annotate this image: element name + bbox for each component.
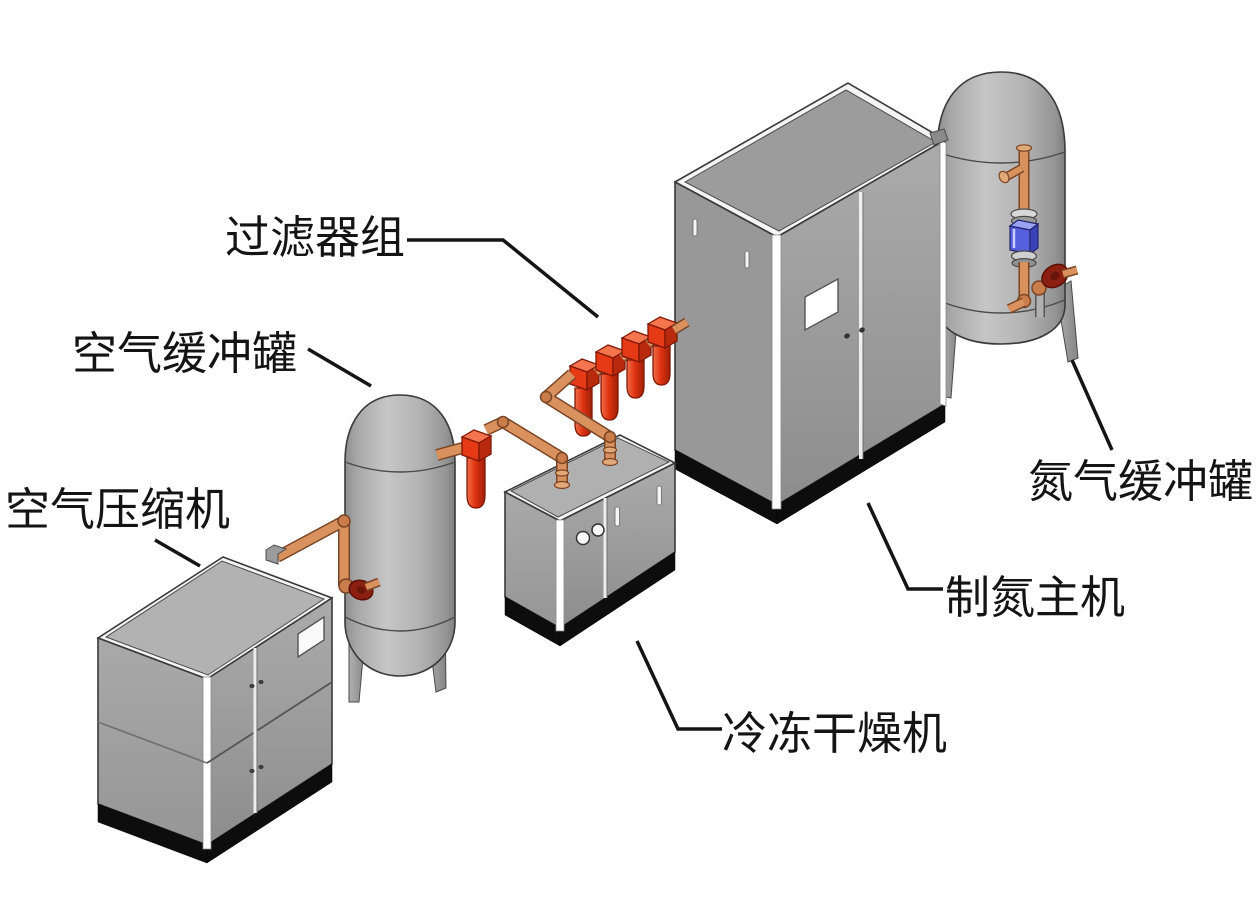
prefilter [460, 429, 493, 509]
cabinet-vent-slot-1 [692, 218, 698, 237]
n2-tank-dome-seam [936, 151, 1066, 164]
labels: 过滤器组 空气缓冲罐 空气压缩机 制氮主机 氮气缓冲罐 冷冻干燥机 [5, 212, 1253, 759]
cabinet-vent-slot-2 [744, 250, 750, 269]
cabinet-display-panel [804, 277, 839, 332]
label-freeze-dryer: 冷冻干燥机 [722, 708, 947, 759]
dryer-front-edge-trim [555, 519, 565, 632]
air-buffer-tank [344, 394, 456, 703]
cabinet-right-edge-trim [939, 139, 947, 407]
pipe-elbow [337, 514, 351, 528]
air-tank-dome-seam [344, 461, 456, 473]
pipe-foot-flange [553, 480, 571, 490]
nitrogen-tank-piping [998, 144, 1079, 317]
filter4-body [652, 345, 671, 386]
pipe-tank-to-prefilter [435, 441, 468, 461]
pipe-prefilter-to-dryer [483, 415, 571, 490]
cabinet-handle-2 [859, 327, 865, 333]
pipe-foot-flange [601, 457, 619, 467]
label-filter-group: 过滤器组 [225, 212, 405, 263]
compressor-outlet-fitting [265, 544, 288, 565]
cabinet-handle-1 [844, 333, 850, 339]
nitrogen-generator-cabinet [673, 82, 949, 525]
air-tank-body [344, 394, 456, 677]
dryer-base-right [559, 551, 676, 647]
filter3-body [626, 359, 645, 399]
freeze-dryer [503, 434, 677, 647]
cabinet-base-right [776, 403, 946, 525]
pipe-collar [554, 469, 570, 477]
leader-lines [154, 238, 1114, 731]
label-nitrogen-generator: 制氮主机 [945, 572, 1125, 623]
dryer-gauge-2 [591, 523, 605, 537]
compressor-handle-4 [258, 764, 264, 770]
pipe-elbow [603, 430, 617, 444]
air-compressor [96, 556, 334, 864]
cabinet-tank-connector [929, 128, 949, 146]
dryer-top-face [509, 437, 671, 518]
leader-nitrogen-buffer-tank [1070, 359, 1114, 451]
compressor-handle-3 [249, 768, 255, 774]
filter2-body [600, 373, 619, 421]
pipe-elbow [539, 390, 553, 404]
compressor-right-door-seam-h [206, 681, 333, 764]
leader-filter-group [407, 238, 600, 319]
compressor-left-door-seam [97, 721, 208, 764]
n2-tank-body [936, 71, 1066, 345]
cabinet-left-face [674, 180, 778, 507]
compressor-handle-1 [249, 683, 255, 689]
leader-freeze-dryer [635, 640, 722, 731]
dryer-handle-2 [656, 485, 662, 506]
leader-air-compressor [154, 538, 201, 568]
n2-pipe-top-collar [1015, 144, 1033, 152]
air-tank-bottom-seam [344, 616, 456, 632]
label-nitrogen-buffer-tank: 氮气缓冲罐 [1028, 456, 1253, 507]
prefilter-head-side [478, 434, 492, 463]
prefilter-body [466, 457, 486, 509]
label-air-buffer-tank: 空气缓冲罐 [72, 328, 297, 379]
pipe-compressor-to-tank [265, 514, 381, 601]
pipe-collar [602, 446, 618, 454]
pipe-dryer-to-filter-group [539, 369, 619, 467]
n2-branch-flange [998, 170, 1010, 184]
leader-air-buffer-tank [307, 347, 372, 388]
pipe-elbow [496, 415, 510, 429]
n2-valve-fitting [1031, 280, 1047, 296]
pipe-elbow [555, 451, 569, 465]
filter-group-unit [568, 316, 690, 437]
compressor-top-face [104, 560, 326, 676]
tank-inlet-handwheel-hub [356, 586, 366, 594]
n2-tank-bottom-seam [936, 299, 1066, 314]
n2-handwheel-hub [1050, 271, 1060, 281]
dryer-handle-1 [614, 506, 620, 527]
label-air-compressor: 空气压缩机 [5, 484, 230, 535]
cabinet-front-edge-trim [771, 234, 782, 510]
n2-valve-blue-side [1029, 222, 1039, 256]
compressor-display-panel [297, 615, 325, 659]
compressor-base-right [206, 763, 333, 864]
compressor-handle-2 [258, 679, 264, 685]
dryer-gauge-1 [575, 530, 591, 546]
leader-nitrogen-generator [866, 502, 943, 591]
nitrogen-buffer-tank [936, 71, 1079, 399]
